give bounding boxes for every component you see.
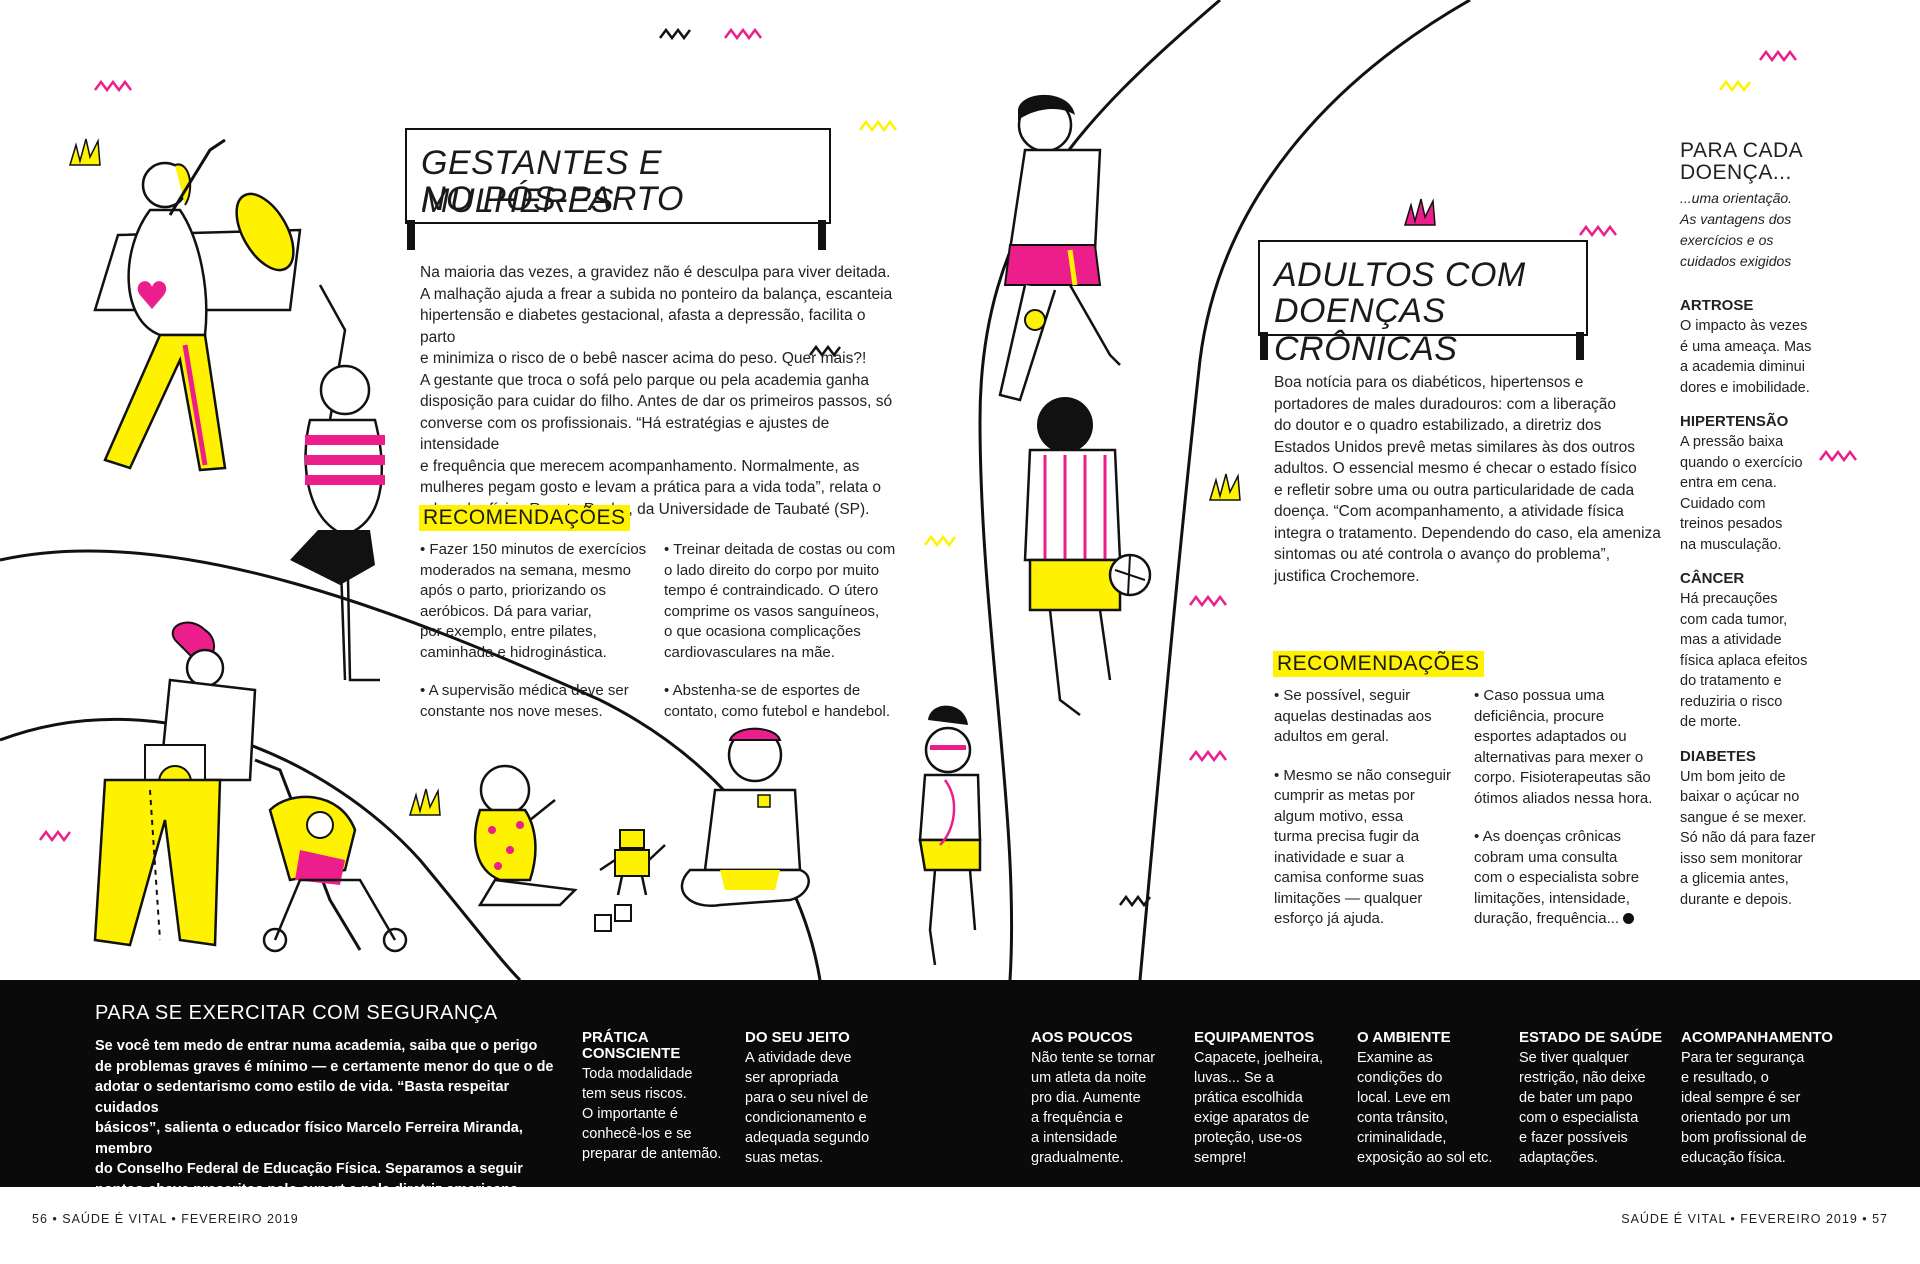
woman-running-figure bbox=[918, 705, 982, 966]
left-paragraph: Na maioria das vezes, a gravidez não é d… bbox=[420, 262, 900, 520]
text-line: adultos. O essencial mesmo é checar o es… bbox=[1274, 460, 1637, 477]
left-sign-title-line2: NO PÓS-PARTO bbox=[421, 180, 684, 218]
path-line bbox=[1138, 0, 1471, 981]
baby-sitting-figure bbox=[473, 764, 578, 907]
sidebar-item-title: HIPERTENSÃO bbox=[1680, 413, 1789, 430]
path-line bbox=[978, 0, 1221, 981]
right-paragraph: Boa notícia para os diabéticos, hiperten… bbox=[1274, 372, 1674, 587]
sidebar-title: PARA CADA DOENÇA... bbox=[1680, 139, 1804, 184]
end-mark-icon bbox=[1623, 913, 1635, 924]
text-line: disposição para cuidar do filho. Antes d… bbox=[420, 393, 893, 410]
text-line: doença. “Com acompanhamento, a atividade… bbox=[1274, 503, 1624, 520]
sidebar-disease-tips: PARA CADA DOENÇA... ...uma orientação. A… bbox=[1680, 140, 1880, 910]
text-line: converse com os profissionais. “Há estra… bbox=[420, 414, 830, 454]
text-line: Estados Unidos prevê metas similares às … bbox=[1274, 438, 1635, 456]
text-line: e refletir sobre uma ou outra particular… bbox=[1274, 481, 1635, 499]
text-line: Na maioria das vezes, a gravidez não é d… bbox=[420, 264, 891, 281]
text-line: Boa notícia para os diabéticos, hiperten… bbox=[1274, 374, 1584, 391]
text-line: hipertensão e diabetes gestacional, afas… bbox=[420, 307, 866, 346]
robot-toy bbox=[594, 829, 666, 932]
right-recommendations-title: RECOMENDAÇÕES bbox=[1273, 651, 1484, 677]
parent-with-stroller-figure bbox=[93, 621, 408, 953]
text-line: do doutor e o quadro estabilizado, a dir… bbox=[1274, 417, 1602, 434]
right-sign-title-line2: DOENÇAS CRÔNICAS bbox=[1274, 292, 1458, 368]
text-line: e minimiza o risco de o bebê nascer acim… bbox=[420, 350, 867, 367]
left-section-sign: GESTANTES E MULHERES NO PÓS-PARTO bbox=[405, 128, 831, 224]
footer-right: SAÚDE É VITAL • FEVEREIRO 2019 • 57 bbox=[1621, 1212, 1888, 1226]
right-sign-post-right bbox=[1576, 332, 1584, 360]
text-line: mulheres pegam gosto e levam a prática p… bbox=[420, 479, 881, 496]
woman-jogging-figure bbox=[998, 94, 1121, 402]
band-column-equipamentos: EQUIPAMENTOS Capacete, joelheira,luvas..… bbox=[1194, 1029, 1323, 1167]
footer-left: 56 • SAÚDE É VITAL • FEVEREIRO 2019 bbox=[32, 1212, 299, 1226]
man-with-ball-figure bbox=[1023, 397, 1152, 716]
sidebar-item-title: ARTROSE bbox=[1680, 297, 1754, 314]
band-title: PARA SE EXERCITAR COM SEGURANÇA bbox=[95, 1002, 498, 1024]
left-sign-post-right bbox=[818, 220, 826, 250]
text-line: portadores de males duradouros: com a li… bbox=[1274, 395, 1617, 413]
text-line: sintomas ou até controla o avanço do pro… bbox=[1274, 546, 1611, 563]
woman-tree-pose-figure bbox=[290, 284, 385, 682]
right-section-sign: ADULTOS COM DOENÇAS CRÔNICAS bbox=[1258, 240, 1588, 368]
text-line: A malhação ajuda a frear a subida no pon… bbox=[420, 285, 893, 303]
path-line bbox=[0, 717, 522, 982]
text-line: A gestante que troca o sofá pelo parque … bbox=[420, 371, 869, 389]
text-line: e frequência que merecem acompanhamento.… bbox=[420, 457, 860, 475]
left-recommendations-title: RECOMENDAÇÕES bbox=[419, 505, 630, 531]
sidebar-subtitle: ...uma orientação. As vantagens dos exer… bbox=[1680, 190, 1793, 269]
decorative-squiggles bbox=[39, 27, 1857, 908]
left-sign-post-left bbox=[407, 220, 415, 250]
woman-sitting-figure bbox=[680, 727, 810, 908]
pregnant-woman-figure bbox=[103, 138, 295, 472]
sidebar-item-title: DIABETES bbox=[1680, 747, 1756, 765]
decorative-grass bbox=[68, 138, 1436, 816]
right-sign-post-left bbox=[1260, 332, 1268, 360]
right-sign-title-line1: ADULTOS COM bbox=[1274, 256, 1526, 294]
left-sign-title-line1: GESTANTES E MULHERES bbox=[421, 144, 663, 220]
sidebar-item-title: CÂNCER bbox=[1680, 570, 1745, 587]
text-line: integra o tratamento. Dependendo do caso… bbox=[1274, 524, 1661, 542]
band-intro: Se você tem medo de entrar numa academia… bbox=[95, 1038, 554, 1198]
text-line: justifica Crochemore. bbox=[1274, 567, 1420, 585]
safety-band: PARA SE EXERCITAR COM SEGURANÇA Se você … bbox=[0, 980, 1920, 1198]
